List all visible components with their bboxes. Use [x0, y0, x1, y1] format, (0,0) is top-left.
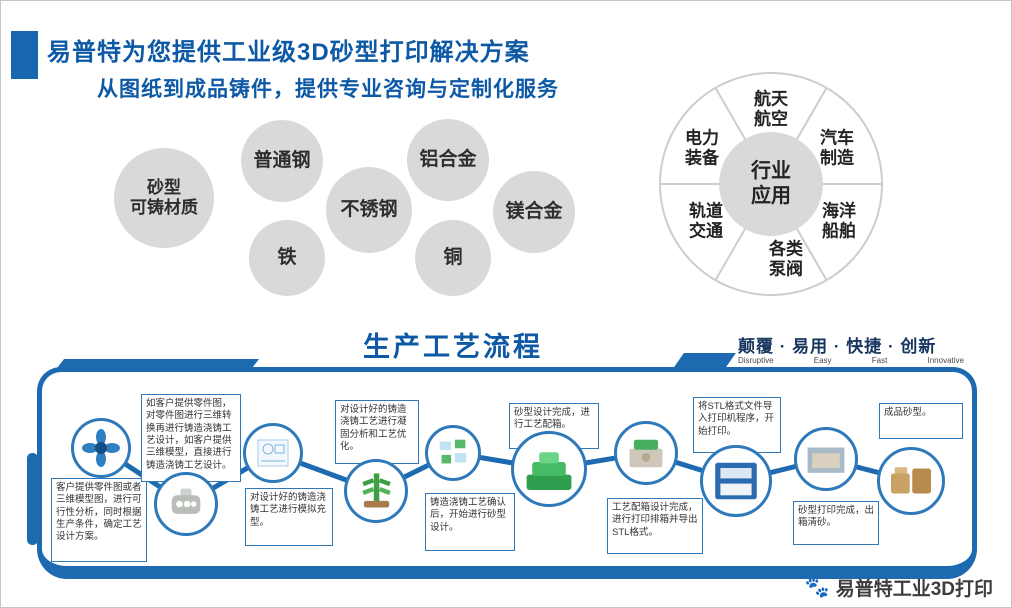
step-text-1: 客户提供零件图或者三维模型图，进行可行性分析，同时根据生产条件，确定工艺设计方案… [51, 478, 147, 562]
material-circle-buxiugang: 不锈钢 [326, 167, 412, 253]
step-text-2: 如客户提供零件图，对零件图进行三维转换再进行铸造浇铸工艺设计，如客户提供三维模型… [141, 394, 241, 482]
step-circle-10 [877, 447, 945, 515]
slogan-english: Disruptive Easy Fast Innovative [738, 356, 964, 365]
industry-segment-automotive: 汽车 制造 [820, 128, 854, 167]
brand-flower-icon [82, 429, 120, 467]
step-text-4: 对设计好的铸造浇铸工艺进行凝固分析和工艺优化。 [335, 400, 419, 464]
material-circle-putonggang: 普通钢 [241, 120, 323, 202]
industry-segment-marine: 海洋 船舶 [822, 201, 856, 240]
industry-segment-pumps-valves: 各类 泵阀 [769, 239, 803, 278]
industry-wheel-graphic [659, 72, 883, 296]
slogan: 颠覆 · 易用 · 快捷 · 创新 [738, 337, 937, 356]
step-circle-7 [614, 421, 678, 485]
industry-segment-power: 电力 装备 [685, 128, 719, 167]
material-circle-lvhejin: 铝合金 [407, 119, 489, 201]
cad-drawing-icon [257, 439, 289, 467]
slogan-accent-band [674, 353, 736, 367]
slogan-en-word: Innovative [927, 356, 964, 365]
material-circle-tie: 铁 [249, 220, 325, 296]
finished-mold-icon [891, 467, 931, 494]
paw-icon: 🐾 [804, 577, 830, 599]
slogan-en-word: Disruptive [738, 356, 774, 365]
simulation-icon [439, 439, 467, 464]
mold-box-icon [629, 439, 663, 468]
material-circle-tong: 铜 [415, 220, 491, 296]
industry-segment-rail: 轨道 交通 [689, 201, 723, 240]
frame-left-accent [27, 453, 38, 545]
step-text-8: 将STL格式文件导入打印机程序，开始打印。 [693, 397, 781, 453]
slogan-en-word: Easy [813, 356, 832, 365]
step-circle-9 [794, 427, 858, 491]
green-mold-icon [526, 452, 572, 490]
step-text-5: 铸造浇铸工艺确认后，开始进行砂型设计。 [425, 493, 515, 551]
step-circle-3 [243, 423, 303, 483]
step-text-9: 砂型打印完成，出箱清砂。 [793, 501, 879, 545]
step-circle-6 [511, 431, 587, 507]
industry-segment-aerospace: 航天 航空 [754, 89, 788, 128]
step-circle-5 [425, 425, 481, 481]
industry-wheel-center-label: 行业 应用 [751, 160, 791, 207]
materials-main-circle: 砂型 可铸材质 [114, 148, 214, 248]
footer-brand: 🐾 易普特工业3D打印 [805, 574, 993, 601]
step-text-3: 对设计好的铸造浇铸工艺进行模拟充型。 [245, 488, 333, 546]
process-title: 生产工艺流程 [363, 332, 543, 362]
step-circle-8 [700, 445, 772, 517]
material-circle-meihejin: 镁合金 [493, 171, 575, 253]
sub-title: 从图纸到成品铸件，提供专业咨询与定制化服务 [97, 78, 559, 101]
step-circle-4 [344, 459, 408, 523]
slogan-en-word: Fast [871, 356, 888, 365]
step-text-7: 工艺配箱设计完成，进行打印排箱并导出STL格式。 [607, 498, 703, 554]
header-accent-rect [11, 31, 38, 79]
printer-icon [715, 462, 757, 500]
footer-brand-text: 易普特工业3D打印 [835, 579, 993, 600]
industry-wheel: 行业 应用 航天 航空 汽车 制造 海洋 船舶 各类 泵阀 轨道 交通 电力 装… [656, 69, 886, 299]
depowder-icon [807, 447, 845, 473]
step-circle-2 [154, 472, 218, 536]
step-circle-1 [71, 418, 131, 478]
casting-tree-icon [362, 473, 391, 508]
main-title: 易普特为您提供工业级3D砂型打印解决方案 [47, 39, 530, 66]
process-frame [37, 367, 977, 579]
step-text-10: 成品砂型。 [879, 403, 963, 439]
casting-part-icon [171, 488, 201, 514]
frame-topleft-band [53, 359, 260, 372]
